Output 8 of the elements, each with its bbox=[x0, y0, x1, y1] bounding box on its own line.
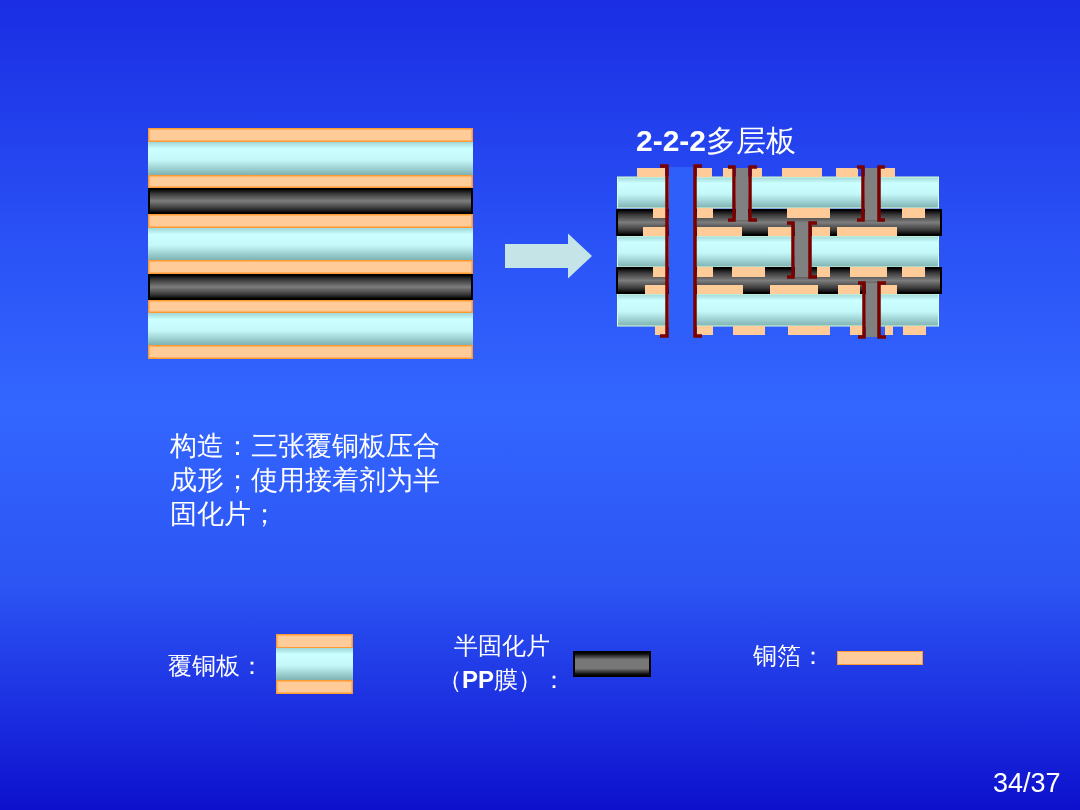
board-heading: 2-2-2多层板 bbox=[636, 125, 797, 157]
layer-stack-drawing bbox=[148, 128, 473, 359]
description-text: 构造：三张覆铜板压合成形；使用接着剂为半固化片； bbox=[170, 430, 441, 531]
legend-label: 铜箔： bbox=[753, 644, 826, 668]
legend-label: 覆铜板： bbox=[168, 654, 265, 678]
legend-label: 半固化片（PP膜）： bbox=[437, 631, 567, 695]
page-number: 34/37 bbox=[993, 770, 1062, 797]
block-arrow bbox=[505, 233, 592, 279]
